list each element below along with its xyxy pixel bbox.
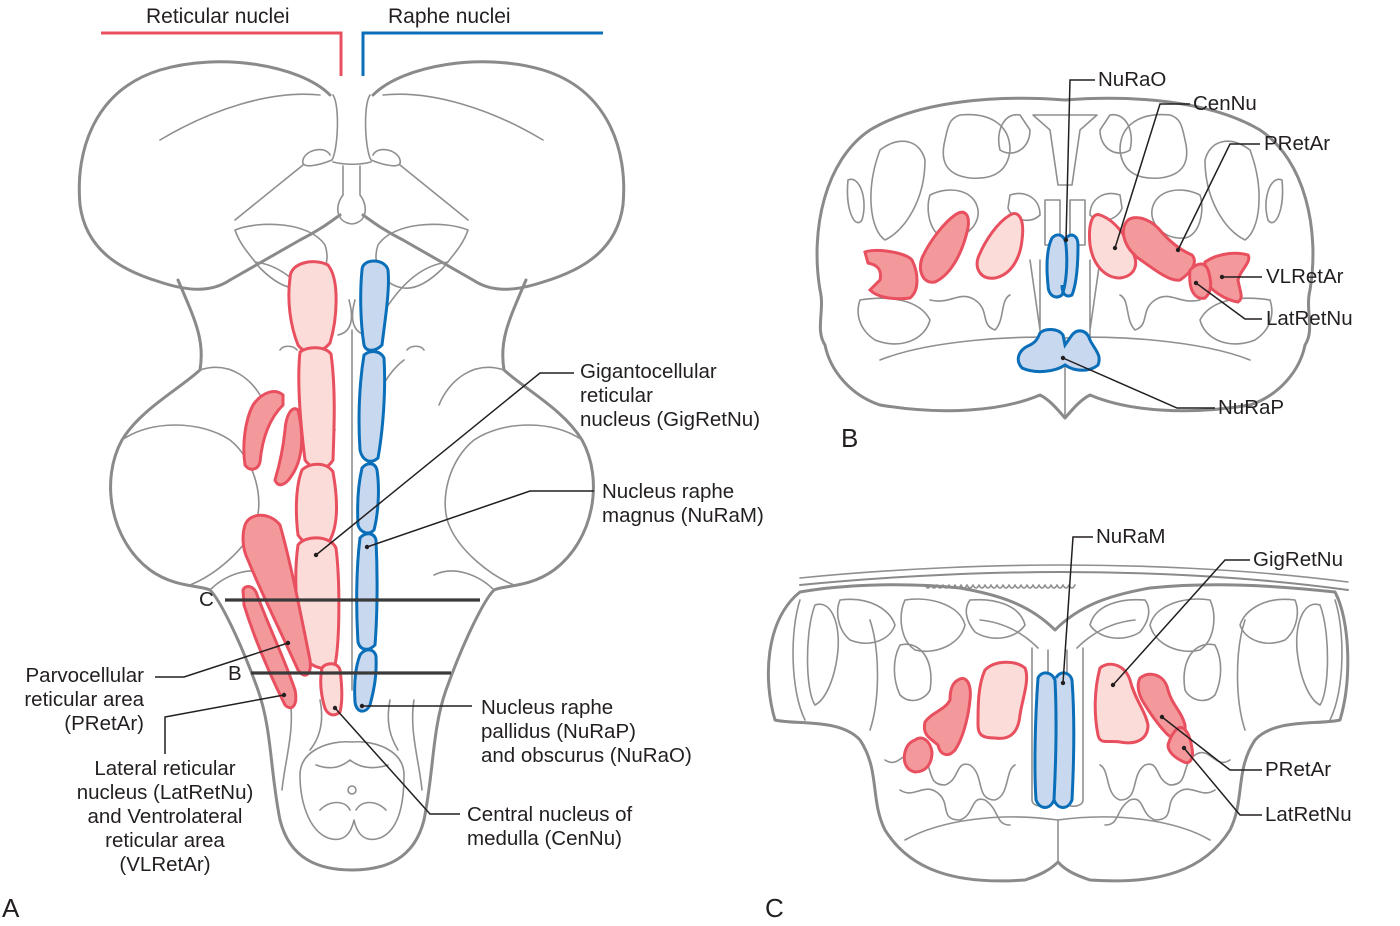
label-pretar-line-2: reticular area [24,688,144,711]
raphe-bracket [361,31,603,76]
leader-c-gigretnu [1112,559,1250,686]
label-latretnu-vlretar: Lateral reticular nucleus (LatRetNu) and… [60,757,270,877]
label-nurap-line-1: Nucleus raphe [481,696,614,719]
b-cennu-left [975,212,1025,280]
right-thalamus-outline [361,60,626,291]
label-nuram-line-2: magnus (NuRaM) [602,504,764,527]
cennu-shape [319,662,344,717]
label-gigretnu-line-3: nucleus (GigRetNu) [580,408,761,431]
left-thalamus-outline [77,60,342,291]
panel-letter-a: A [2,893,20,923]
b-latretnu-right [1188,262,1213,300]
b-vlretar-left [863,248,919,301]
c-pretar-left [922,676,972,757]
gigretnu-rostral [287,260,338,354]
leader-b-nurap [1062,357,1215,409]
leader-c-latretnu [1183,747,1262,816]
leader-latretnu [164,694,285,754]
b-nurao [1045,233,1080,299]
label-c-nuram: NuRaM [1096,525,1166,548]
label-nuram: Nucleus raphe magnus (NuRaM) [602,480,764,528]
label-cennu: Central nucleus of medulla (CenNu) [467,803,632,851]
brainstem-outline [109,278,595,872]
panel-a-brainstem [77,60,626,872]
label-gigretnu: Gigantocellular reticular nucleus (GigRe… [580,360,760,432]
leader-cennu [334,707,460,815]
label-cennu-line-1: Central nucleus of [467,803,633,826]
label-c-pretar: PRetAr [1265,758,1332,781]
label-b-pretar: PRetAr [1264,132,1331,155]
label-gigretnu-line-2: reticular [580,384,653,407]
panel-letter-c: C [765,893,784,923]
label-pretar-line-1: Parvocellular [25,664,145,687]
c-gigretnu-left [976,660,1029,740]
panel-c-section [766,536,1350,883]
c-latretnu-left [902,736,934,774]
c-nuram [1033,671,1076,809]
label-nurap-nurao: Nucleus raphe pallidus (NuRaP) and obscu… [481,696,692,768]
label-c-latretnu: LatRetNu [1265,803,1352,826]
label-b-nurao: NuRaO [1098,68,1167,91]
label-b-latretnu: LatRetNu [1266,307,1353,330]
b-nurap [1016,328,1101,374]
leader-b-cennu [1114,103,1190,249]
leader-b-nurao [1065,79,1095,241]
cut-label-c: C [199,588,214,611]
reticular-bracket [101,31,343,76]
nuram-shape [355,532,379,651]
leader-c-pretar [1161,716,1262,771]
pineal-outline [302,94,401,225]
panel-b-section [815,79,1315,420]
section-c-outline [766,583,1350,883]
b-pretar-left [919,210,970,284]
gigretnu-mid [297,346,336,470]
leader-b-pretar [1177,143,1260,251]
pretar-rostral-b [273,407,304,487]
label-nuram-line-1: Nucleus raphe [602,480,735,503]
leader-pretar [155,642,289,678]
leader-b-latretnu [1195,282,1262,320]
label-latretnu-line-4: reticular area [105,829,225,852]
label-nurap-line-3: and obscurus (NuRaO) [481,744,692,767]
leader-gigretnu [315,372,574,556]
nurap-shape [353,648,378,713]
raphe-magnus-1 [356,462,380,535]
label-b-cennu: CenNu [1193,92,1257,115]
spinal-cord-outline [299,740,405,841]
label-pretar: Parvocellular reticular area (PRetAr) [4,664,144,736]
raphe-mid [357,350,387,463]
label-gigretnu-line-1: Gigantocellular [580,360,717,383]
label-latretnu-line-5: (VLRetAr) [119,853,211,876]
label-latretnu-line-3: and Ventrolateral [87,805,243,828]
label-cennu-line-2: medulla (CenNu) [467,827,622,850]
leader-nuram [366,490,594,548]
cut-label-b: B [228,662,242,685]
right-colliculus [375,223,469,289]
gigretnu-caudal-1 [294,462,338,547]
label-nurap-line-2: pallidus (NuRaP) [481,720,636,743]
label-b-nurap: NuRaP [1218,396,1285,419]
legend-brackets [101,31,603,76]
leader-c-nuram [1062,536,1093,684]
c-gigretnu-right [1093,662,1150,745]
pretar-rostral-a [242,390,285,471]
legend-reticular-label: Reticular nuclei [146,5,290,28]
label-latretnu-line-1: Lateral reticular [94,757,236,780]
panel-letter-b: B [841,423,859,453]
label-b-vlretar: VLRetAr [1266,265,1344,288]
latretnu-shape [241,585,298,710]
legend-raphe-label: Raphe nuclei [388,5,511,28]
raphe-rostral [359,259,390,352]
label-c-gigretnu: GigRetNu [1253,548,1344,571]
label-latretnu-line-2: nucleus (LatRetNu) [76,781,254,804]
label-pretar-line-3: (PRetAr) [64,712,144,735]
